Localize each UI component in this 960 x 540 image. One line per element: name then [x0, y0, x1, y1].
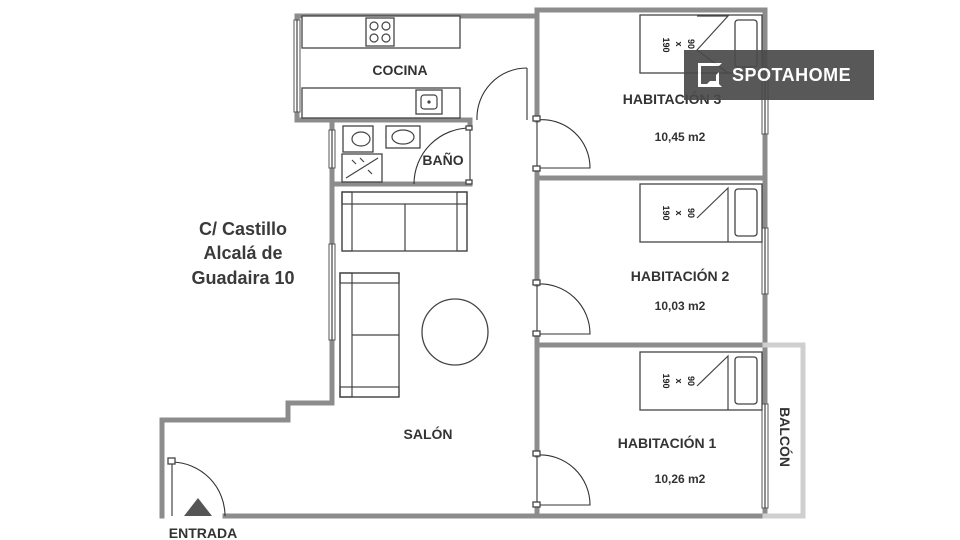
room-label-entrada: ENTRADA — [169, 525, 237, 540]
spotahome-logo-icon — [698, 63, 722, 87]
room-label-balcon: BALCÓN — [777, 407, 794, 467]
room-label-hab1: HABITACIÓN 1 — [618, 434, 717, 451]
bed-x: x — [674, 378, 684, 383]
bed-width: 90 — [686, 39, 696, 49]
entrance-arrow-icon — [184, 498, 212, 516]
address-line-1: C/ Castillo — [199, 219, 287, 239]
stove-icon — [365, 17, 395, 47]
wall-balcony — [762, 342, 806, 519]
windows — [293, 19, 769, 509]
brand-name: SPOTAHOME — [732, 64, 852, 85]
toilet-icon — [342, 125, 374, 153]
room-area-hab2: 10,03 m2 — [655, 299, 706, 313]
round-table-icon — [421, 298, 489, 366]
room-label-bano: BAÑO — [422, 151, 463, 168]
kitchen-furniture — [301, 15, 461, 119]
address-line-2: Alcalá de — [203, 243, 282, 263]
address-line-3: Guadaira 10 — [191, 268, 294, 288]
bed-hab2: 190 x 90 — [639, 183, 763, 243]
bed-x: x — [674, 210, 684, 215]
bed-length: 190 — [661, 37, 671, 52]
bed-width: 90 — [686, 208, 696, 218]
room-label-cocina: COCINA — [372, 62, 427, 78]
wall-salon-left — [159, 121, 335, 519]
bed-width: 90 — [686, 376, 696, 386]
bed-x: x — [674, 41, 684, 46]
bed-hab1: 190 x 90 — [639, 351, 763, 411]
bed-length: 190 — [661, 373, 671, 388]
salon-furniture — [339, 191, 489, 398]
spotahome-badge: SPOTAHOME — [684, 50, 874, 100]
bath-sink-icon — [385, 125, 421, 149]
bathroom-furniture — [341, 125, 421, 183]
room-area-hab3: 10,45 m2 — [655, 130, 706, 144]
room-label-salon: SALÓN — [404, 425, 453, 442]
bed-length: 190 — [661, 205, 671, 220]
room-label-hab2: HABITACIÓN 2 — [631, 267, 730, 284]
doors — [167, 67, 591, 517]
room-area-hab1: 10,26 m2 — [655, 472, 706, 486]
